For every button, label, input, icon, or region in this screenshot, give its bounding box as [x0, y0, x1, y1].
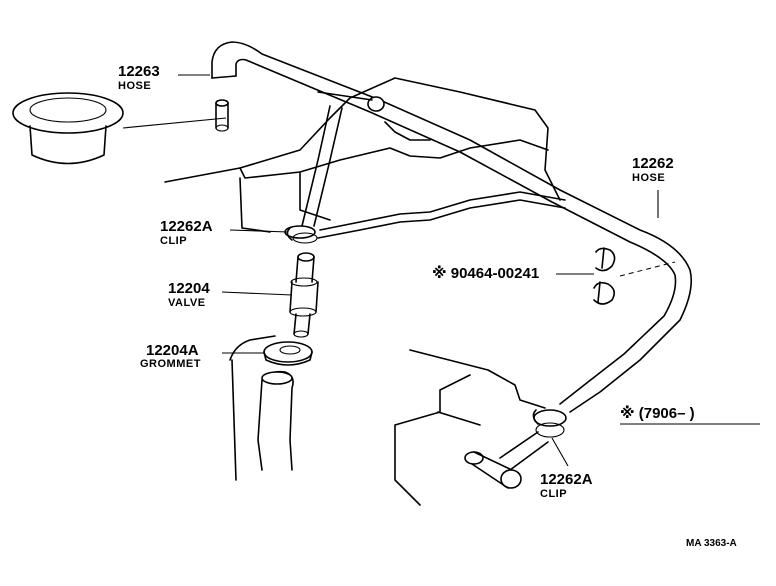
label-grommet-name: GROMMET — [140, 358, 201, 370]
hose-12262-main — [211, 41, 693, 413]
filler-cap — [12, 92, 124, 165]
label-grommet-number: 12204A — [146, 342, 199, 359]
label-12262-number: 12262 — [632, 155, 674, 172]
pcv-valve — [289, 252, 319, 338]
cylinder-head-cover-outline — [164, 77, 566, 239]
leader-valve — [221, 291, 293, 296]
lower-hose — [257, 370, 294, 471]
grommet — [263, 341, 313, 366]
label-12263-name: HOSE — [118, 80, 151, 92]
upper-clip — [284, 225, 318, 244]
lower-housing-outline — [229, 335, 546, 506]
pipe-connector — [464, 431, 549, 489]
label-clip-upper-number: 12262A — [160, 218, 213, 235]
label-valve-name: VALVE — [168, 297, 206, 309]
label-12263-number: 12263 — [118, 63, 160, 80]
label-clip-upper-name: CLIP — [160, 235, 187, 247]
label-clamp-number: ※ 90464-00241 — [432, 264, 539, 282]
hose-clamp — [593, 247, 676, 305]
label-12262-name: HOSE — [632, 172, 665, 184]
leader-clip-lower — [551, 437, 569, 467]
cap-leader-line — [122, 117, 227, 129]
label-clip-lower-number: 12262A — [540, 471, 593, 488]
vent-hose-vertical — [301, 105, 343, 227]
leader-clip-upper — [229, 229, 289, 233]
lower-clip — [532, 409, 567, 438]
label-note: ※ (7906– ) — [620, 404, 695, 422]
hose-12263-stub — [215, 99, 229, 132]
drawing-code: MA 3363-A — [686, 538, 737, 549]
label-clip-lower-name: CLIP — [540, 488, 567, 500]
label-valve-number: 12204 — [168, 280, 210, 297]
